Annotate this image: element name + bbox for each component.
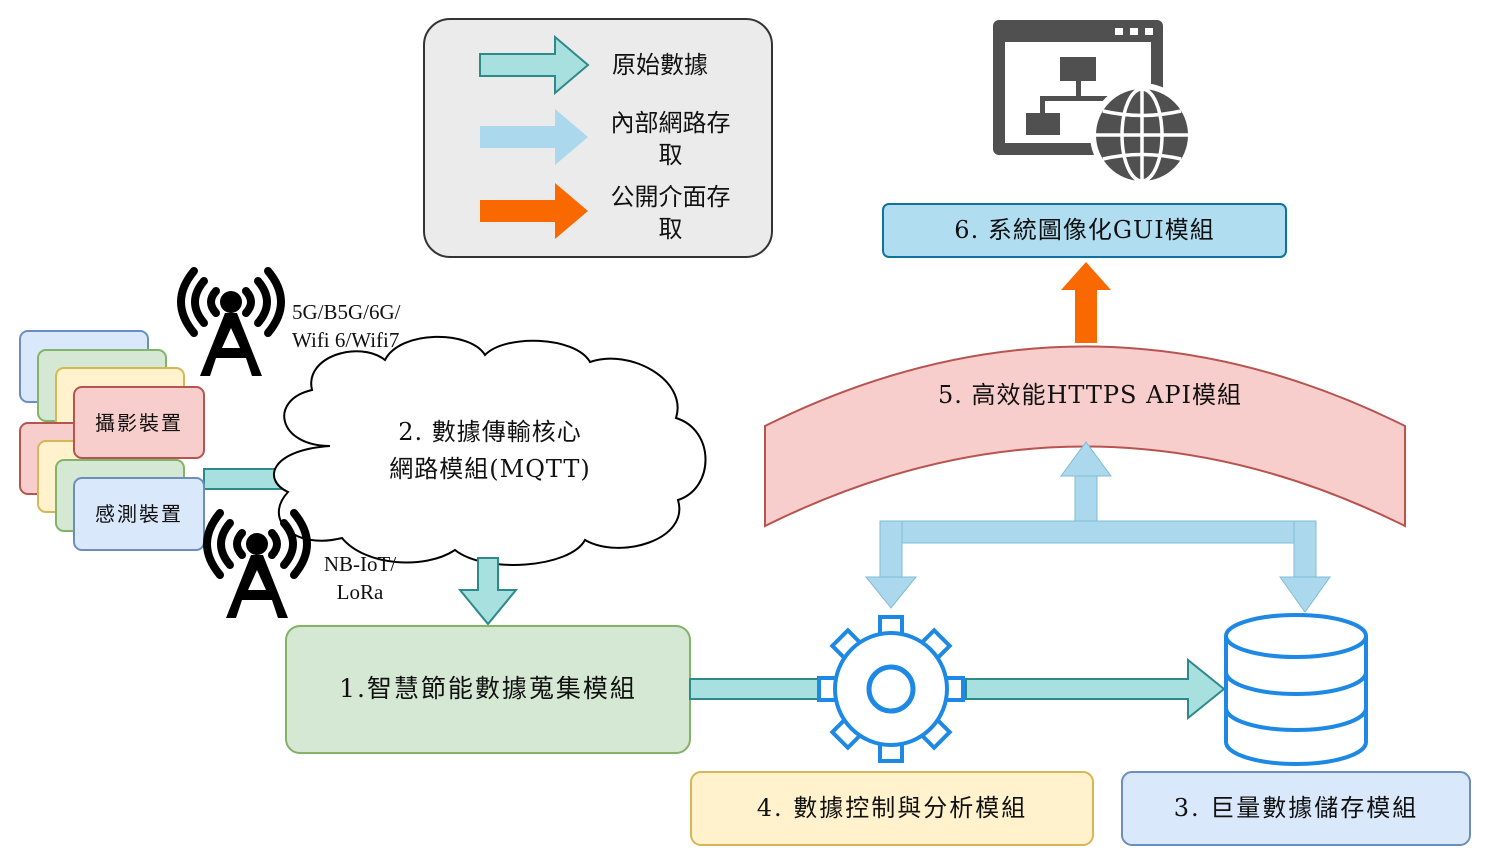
legend-public-access-label: 公開介面存 取: [598, 180, 743, 246]
legend-raw-data-label: 原始數據: [598, 48, 722, 82]
analysis-module-label: 4. 數據控制與分析模組: [691, 772, 1093, 845]
sensor-device-text: 感測裝置: [95, 502, 183, 526]
sensor-device-card: [73, 477, 205, 551]
wireless-bottom-line2: LoRa: [336, 580, 384, 604]
sensor-device-label: 感測裝置: [74, 478, 204, 550]
legend-public-access-line2: 取: [658, 215, 683, 243]
wireless-bottom-line1: NB-IoT/: [323, 552, 397, 576]
wireless-top-line2: Wifi 6/Wifi7: [292, 328, 400, 352]
antenna-tower-icon: [203, 509, 311, 618]
storage-module-label: 3. 巨量數據儲存模組: [1122, 772, 1470, 845]
storage-module-text: 3. 巨量數據儲存模組: [1173, 793, 1419, 822]
camera-device-text: 攝影裝置: [95, 410, 183, 435]
legend-internal-access-line1: 內部網路存: [610, 109, 731, 137]
gui-module-label: 6. 系統圖像化GUI模組: [883, 204, 1286, 257]
collection-module-label: 1.智慧節能數據蒐集模組: [286, 626, 690, 753]
database-icon: [1224, 613, 1368, 766]
legend-raw-data-arrow: [479, 34, 590, 96]
collection-module-text: 1.智慧節能數據蒐集模組: [339, 674, 637, 704]
legend-box: [423, 18, 773, 258]
legend-public-access-line1: 公開介面存: [610, 183, 731, 211]
api-module-label: 5. 高效能HTTPS API模組: [840, 378, 1340, 414]
gear-icon: [817, 615, 965, 763]
analysis-module-box: [690, 771, 1094, 846]
analysis-module-text: 4. 數據控制與分析模組: [756, 793, 1028, 822]
camera-device-card: [73, 386, 205, 459]
transport-module-line1: 2. 數據傳輸核心: [398, 418, 582, 446]
raw-data-arrow-collection-to-gear: [689, 678, 823, 700]
transport-module-line2: 網路模組(MQTT): [389, 455, 591, 483]
raw-data-arrow-gear-to-database: [965, 657, 1226, 721]
legend-internal-access-label: 內部網路存 取: [598, 106, 743, 172]
public-access-arrow-to-gui: [1061, 262, 1111, 343]
gui-module-text: 6. 系統圖像化GUI模組: [954, 215, 1215, 244]
legend-public-access-arrow: [480, 183, 588, 239]
wireless-top-label: 5G/B5G/6G/ Wifi 6/Wifi7: [292, 298, 442, 356]
legend-internal-access-arrow: [480, 109, 588, 165]
gui-module-box: [882, 203, 1287, 258]
internal-access-connectors: [864, 441, 1331, 613]
storage-module-box: [1121, 771, 1471, 846]
legend-raw-data-text: 原始數據: [612, 51, 708, 79]
wireless-bottom-label: NB-IoT/ LoRa: [300, 550, 420, 608]
wireless-top-line1: 5G/B5G/6G/: [292, 300, 401, 324]
cloud-shape: [272, 335, 707, 566]
raw-data-arrow-cloud-to-collection: [457, 557, 519, 626]
legend: [423, 18, 773, 258]
antenna-tower-icon: [177, 267, 285, 376]
api-module-text: 5. 高效能HTTPS API模組: [937, 381, 1243, 410]
web-sitemap-globe-icon: [993, 20, 1194, 187]
legend-internal-access-line2: 取: [658, 141, 683, 169]
transport-module-label: 2. 數據傳輸核心 網路模組(MQTT): [330, 412, 650, 490]
api-module-band: [764, 345, 1406, 528]
camera-device-label: 攝影裝置: [74, 387, 204, 458]
